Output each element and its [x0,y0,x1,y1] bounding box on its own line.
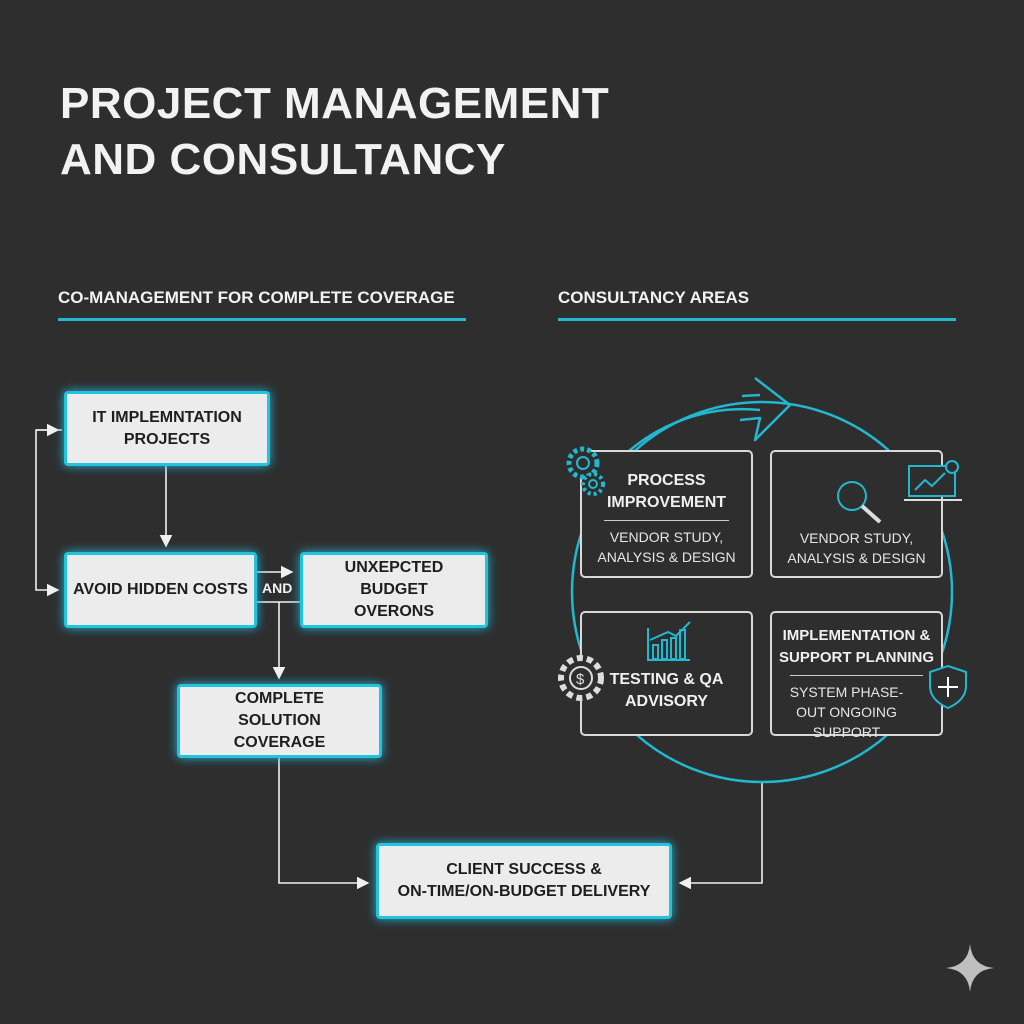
box-it-implementation: IT IMPLEMNTATION PROJECTS [64,391,270,466]
card-implementation-support: IMPLEMENTATION & SUPPORT PLANNING SYSTEM… [770,611,943,740]
box-complete-coverage: COMPLETE SOLUTION COVERAGE [177,684,382,758]
divider [558,318,956,321]
cycle-arrow-icon [739,377,792,442]
box-client-success: CLIENT SUCCESS & ON-TIME/ON-BUDGET DELIV… [376,843,672,919]
box-avoid-hidden-costs: AVOID HIDDEN COSTS [64,552,257,628]
arrow-consultancy-to-client [678,782,763,890]
consultancy-heading: CONSULTANCY AREAS [558,288,750,307]
card-process-improvement: PROCESS IMPROVEMENT VENDOR STUDY, ANALYS… [580,450,753,578]
and-label: AND [262,580,293,596]
box-unexpected-budget: UNXEPCTED BUDGET OVERONS [300,552,488,628]
page-title: PROJECT MANAGEMENT AND CONSULTANCY [60,79,610,184]
divider [58,318,466,321]
arrow-complete-to-client [278,758,370,890]
card-vendor-study: VENDOR STUDY, ANALYSIS & DESIGN [770,450,943,578]
cycle-ring [570,400,954,784]
card-testing-qa: TESTING & QA ADVISORY [580,611,753,736]
loop-arrow [35,429,62,597]
co-management-heading: CO-MANAGEMENT FOR COMPLETE COVERAGE [58,288,455,307]
